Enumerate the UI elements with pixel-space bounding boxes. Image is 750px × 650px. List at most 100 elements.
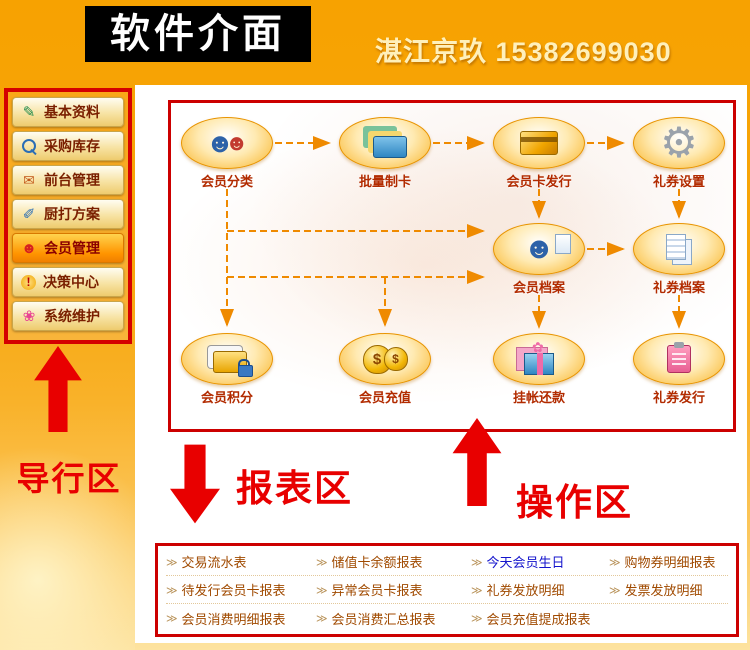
flow-node-member-points[interactable]: 会员积分: [177, 333, 277, 406]
flow-arrows: [220, 136, 686, 329]
report-link-label: 待发行会员卡报表: [181, 583, 286, 598]
node-ellipse: [493, 333, 585, 385]
edit-icon: [20, 103, 38, 121]
flow-node-member-card-issue[interactable]: 会员卡发行: [489, 117, 589, 190]
background-watermark: [0, 400, 135, 650]
report-link-today-birthdays[interactable]: 今天会员生日: [471, 552, 609, 571]
page-title: 软件介面: [85, 6, 311, 62]
double-arrow-icon: [471, 609, 483, 627]
report-link[interactable]: 购物券明细报表: [609, 552, 728, 571]
clipboard-icon: [667, 342, 691, 373]
report-link-label: 礼券发放明细: [486, 583, 565, 598]
node-ellipse: [493, 223, 585, 275]
report-link[interactable]: 礼券发放明细: [471, 580, 609, 599]
double-arrow-icon: [316, 553, 328, 571]
node-ellipse: [181, 117, 273, 169]
sidebar-item-decision-center[interactable]: 决策中心: [12, 267, 124, 297]
node-label: 批量制卡: [358, 174, 411, 189]
search-icon: [20, 137, 38, 155]
node-label: 挂帐还款: [512, 390, 565, 405]
report-link-label: 交易流水表: [181, 555, 247, 570]
report-area-label: 报表区: [236, 468, 353, 509]
report-link[interactable]: 异常会员卡报表: [316, 580, 471, 599]
report-link-label: 会员充值提成报表: [486, 611, 591, 627]
money-bags-icon: [363, 345, 408, 374]
flow-node-member-archive[interactable]: 会员档案: [489, 223, 589, 296]
flow-node-member-recharge[interactable]: 会员充值: [335, 333, 435, 406]
sidebar-item-label: 采购库存: [44, 138, 100, 154]
nav-area-arrow: [34, 346, 82, 432]
node-ellipse: [493, 117, 585, 169]
members-icon: [206, 128, 249, 159]
report-link-label: 会员消费汇总报表: [331, 611, 436, 627]
report-area-arrow: [170, 444, 220, 524]
report-row: 会员消费明细报表 会员消费汇总报表 会员充值提成报表: [166, 604, 728, 632]
flow-node-credit-repayment[interactable]: 挂帐还款: [489, 333, 589, 406]
report-row: 交易流水表 储值卡余额报表 今天会员生日 购物券明细报表: [166, 548, 728, 576]
double-arrow-icon: [166, 581, 178, 599]
node-label: 会员卡发行: [506, 174, 572, 189]
report-link-label: 发票发放明细: [624, 583, 703, 598]
flower-icon: [20, 307, 38, 325]
sidebar-item-label: 决策中心: [43, 274, 99, 290]
sidebar-item-member-management[interactable]: 会员管理: [12, 233, 124, 263]
flow-node-voucher-issue[interactable]: 礼券发行: [629, 333, 729, 406]
report-link-label: 异常会员卡报表: [331, 583, 423, 598]
flow-node-voucher-settings[interactable]: 礼券设置: [629, 117, 729, 190]
sidebar-item-front-desk[interactable]: 前台管理: [12, 165, 124, 195]
node-label: 会员档案: [512, 280, 565, 295]
flow-node-voucher-archive[interactable]: 礼券档案: [629, 223, 729, 296]
report-link[interactable]: 交易流水表: [166, 552, 316, 571]
double-arrow-icon: [471, 581, 483, 599]
report-link[interactable]: 发票发放明细: [609, 580, 728, 599]
report-link[interactable]: 储值卡余额报表: [316, 552, 471, 571]
double-arrow-icon: [316, 609, 328, 627]
note-icon: [20, 205, 38, 223]
flow-node-batch-card-making[interactable]: 批量制卡: [335, 117, 435, 190]
sidebar-item-purchasing-inventory[interactable]: 采购库存: [12, 131, 124, 161]
node-ellipse: [633, 333, 725, 385]
card-stack-icon: [372, 136, 407, 158]
report-row: 待发行会员卡报表 异常会员卡报表 礼券发放明细 发票发放明细: [166, 576, 728, 604]
report-link-label: 今天会员生日: [486, 555, 565, 570]
report-link[interactable]: 待发行会员卡报表: [166, 580, 316, 599]
report-link-label: 储值卡余额报表: [331, 555, 423, 570]
sidebar-item-label: 系统维护: [44, 308, 100, 324]
documents-icon: [666, 234, 686, 260]
sidebar-item-basic-info[interactable]: 基本资料: [12, 97, 124, 127]
gift-box-icon: [524, 339, 554, 375]
report-link-label: 会员消费明细报表: [181, 611, 286, 627]
report-link[interactable]: 会员消费汇总报表: [316, 609, 471, 628]
node-ellipse: [339, 333, 431, 385]
reports-panel: 交易流水表 储值卡余额报表 今天会员生日 购物券明细报表 待发行会员卡报表 异常…: [155, 543, 739, 637]
double-arrow-icon: [609, 553, 621, 571]
flow-node-member-classification[interactable]: 会员分类: [177, 117, 277, 190]
mail-icon: [20, 171, 38, 189]
report-link[interactable]: 会员消费明细报表: [166, 609, 316, 628]
sidebar-item-label: 会员管理: [44, 240, 100, 256]
operation-area-label: 操作区: [516, 482, 633, 523]
node-label: 会员分类: [200, 174, 253, 189]
gold-card-icon: [520, 131, 558, 155]
sidebar-item-label: 前台管理: [44, 172, 100, 188]
sidebar-item-kitchen-print[interactable]: 厨打方案: [12, 199, 124, 229]
nav-area-label: 导行区: [16, 460, 122, 497]
node-label: 礼券设置: [652, 174, 705, 189]
node-label: 会员充值: [358, 390, 411, 405]
double-arrow-icon: [166, 553, 178, 571]
node-label: 礼券档案: [652, 280, 705, 295]
contact-phone: 湛江京玖 15382699030: [375, 37, 672, 67]
double-arrow-icon: [609, 581, 621, 599]
sidebar-item-label: 基本资料: [44, 104, 100, 120]
double-arrow-icon: [471, 553, 483, 571]
report-link-label: 购物券明细报表: [624, 555, 716, 570]
node-ellipse: [181, 333, 273, 385]
double-arrow-icon: [316, 581, 328, 599]
sidebar-item-system-maintenance[interactable]: 系统维护: [12, 301, 124, 331]
gear-icon: [660, 122, 698, 164]
double-arrow-icon: [166, 609, 178, 627]
sidebar-item-label: 厨打方案: [44, 206, 100, 222]
alert-icon: [21, 274, 36, 290]
report-link[interactable]: 会员充值提成报表: [471, 609, 609, 628]
